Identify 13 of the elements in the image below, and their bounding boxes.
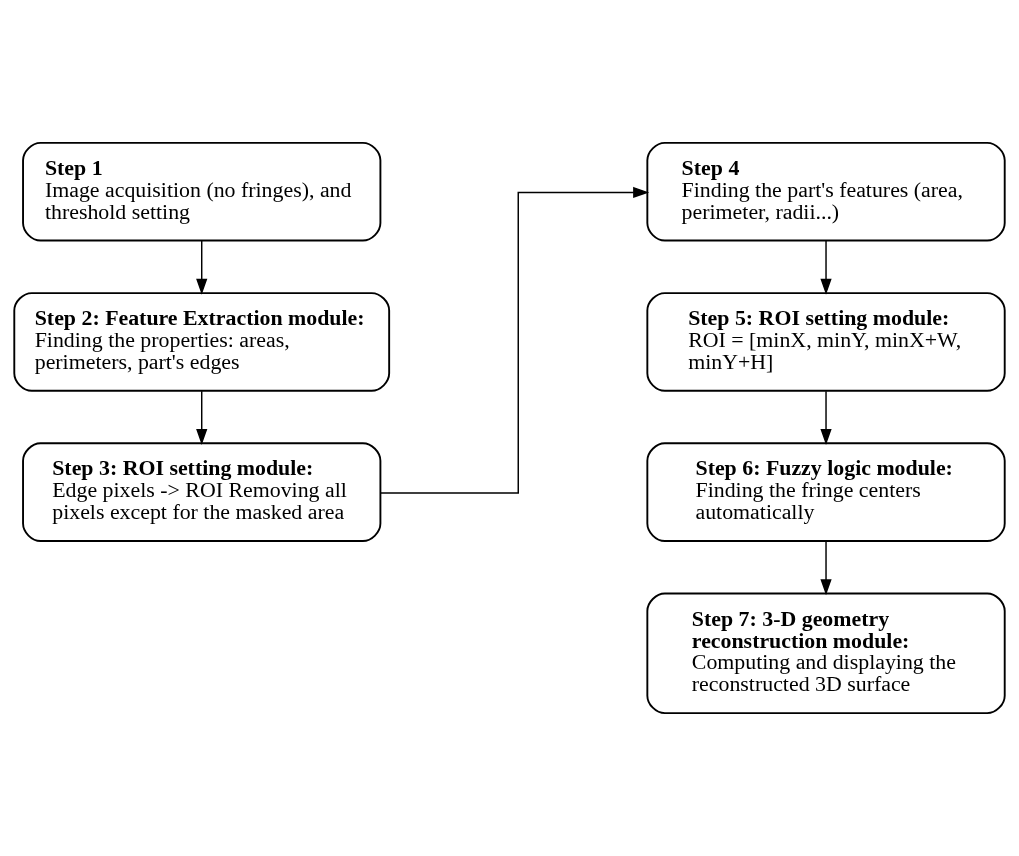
- node-box: Step 6: Fuzzy logic module: Finding the fringe centers automatically: [646, 442, 1006, 542]
- node-box: Step 5: ROI setting module: ROI = [minX, minY, minX+W, minY+H]: [646, 292, 1006, 392]
- arrow: [820, 540, 832, 596]
- arrow: [196, 240, 208, 295]
- node-box: Step 2: Feature Extraction module: Finding the properties: areas, perimeters, part's edges: [13, 292, 391, 392]
- arrow: [820, 240, 832, 295]
- arrow: [380, 186, 650, 494]
- node-box: Step 4 Finding the part's features (area, perimeter, radii...): [646, 141, 1006, 242]
- arrow: [196, 390, 208, 446]
- node-box: Step 7: 3-D geometry reconstruction module: Computing and displaying the reconstructed 3D surface: [646, 592, 1006, 715]
- node-box: Step 3: ROI setting module: Edge pixels -> ROI Removing all pixels except for the masked area: [22, 442, 382, 542]
- node-box: Step 1 Image acquisition (no fringes), and threshold setting: [22, 141, 382, 242]
- arrow: [820, 390, 832, 446]
